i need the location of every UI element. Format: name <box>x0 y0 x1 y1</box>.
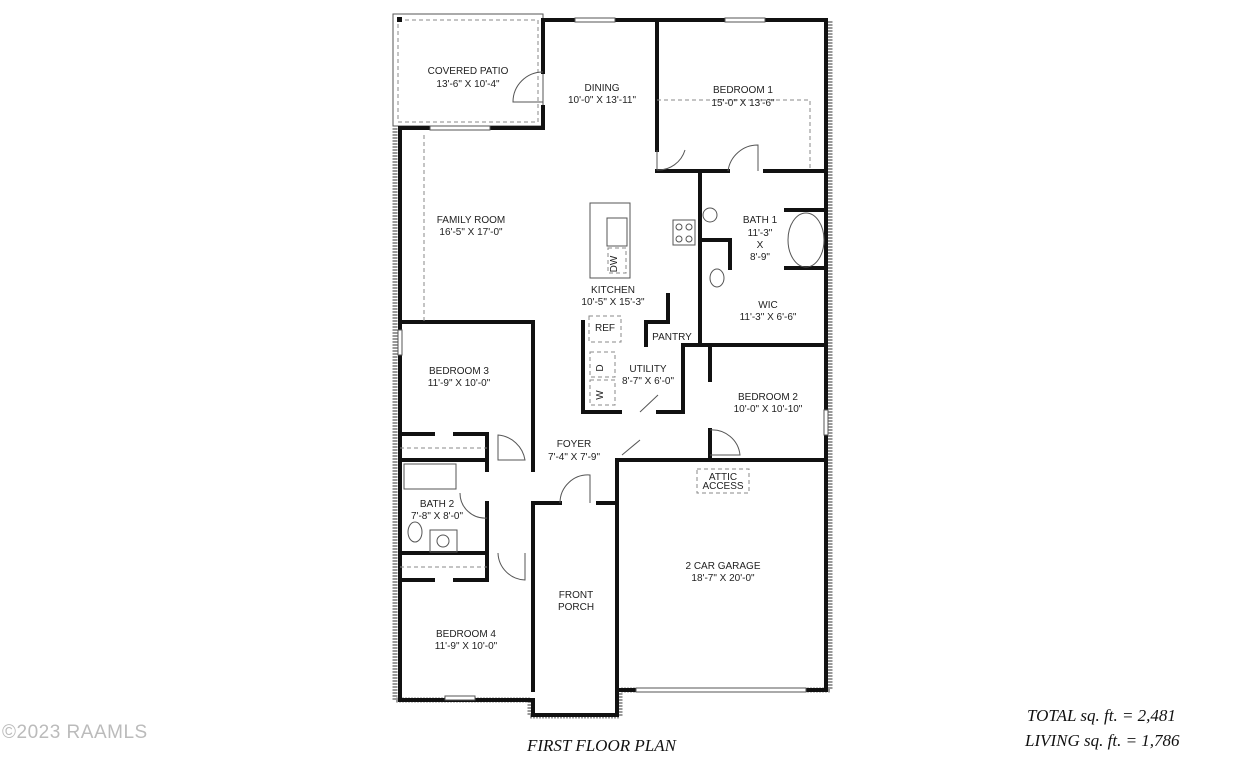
kitchen-size: 10'-5" X 15'-3" <box>581 297 645 308</box>
washer-label: W <box>595 390 606 400</box>
covered-patio-name: COVERED PATIO <box>428 66 509 77</box>
fixtures <box>400 99 825 568</box>
copyright-watermark: ©2023 RAAMLS <box>2 722 148 743</box>
cooktop-icon <box>672 219 696 246</box>
bedroom1-name: BEDROOM 1 <box>713 85 773 96</box>
windows <box>397 17 829 701</box>
family-room-name: FAMILY ROOM <box>437 215 506 226</box>
family-room-size: 16'-5" X 17'-0" <box>439 227 503 238</box>
bathtub-icon <box>787 212 825 268</box>
toilet-icon <box>709 268 725 288</box>
bath2-sink-icon <box>429 529 458 553</box>
living-sqft: LIVING sq. ft. = 1,786 <box>1025 731 1180 750</box>
kitchen-sink-icon <box>606 217 628 247</box>
washer-icon <box>589 379 616 406</box>
dining-size: 10'-0" X 13'-11" <box>568 95 636 106</box>
bath1-name: BATH 1 <box>743 215 778 226</box>
access-label: ACCESS <box>702 481 743 492</box>
bath2-name: BATH 2 <box>420 499 455 510</box>
bedroom4-size: 11'-9" X 10'-0" <box>435 641 498 652</box>
foyer-size: 7'-4" X 7'-9" <box>548 452 601 463</box>
bath2-toilet-icon <box>407 521 423 543</box>
walls <box>398 18 828 717</box>
foyer-name: FOYER <box>557 439 591 450</box>
bath1-height: 8'-9" <box>750 252 770 263</box>
bath1-sink-icon <box>702 207 718 223</box>
dryer-label: D <box>595 364 606 371</box>
total-sqft: TOTAL sq. ft. = 2,481 <box>1027 706 1176 725</box>
attic-label: ATTIC <box>709 472 737 483</box>
refrigerator-icon <box>588 315 622 343</box>
front-porch-name2: PORCH <box>558 602 594 613</box>
bath2-size: 7'-8" X 8'-0" <box>411 511 464 522</box>
kitchen-name: KITCHEN <box>591 285 635 296</box>
room-labels: COVERED PATIO 13'-6" X 10'-4" DINING 10'… <box>411 66 803 652</box>
bedroom2-name: BEDROOM 2 <box>738 392 798 403</box>
bedroom1-size: 15'-0" X 13'-6" <box>711 98 775 109</box>
pantry-label: PANTRY <box>652 332 692 343</box>
wic-size: 11'-3" X 6'-6" <box>740 312 797 323</box>
attic-access-icon <box>696 468 750 494</box>
bath1-x: X <box>757 240 764 251</box>
bedroom3-name: BEDROOM 3 <box>429 366 489 377</box>
bath1-width: 11'-3" <box>748 228 773 239</box>
kitchen-island <box>589 202 631 279</box>
bedroom4-name: BEDROOM 4 <box>436 629 496 640</box>
front-porch-name: FRONT <box>559 590 593 601</box>
bedroom2-size: 10'-0" X 10'-10" <box>734 404 803 415</box>
ref-label: REF <box>595 323 615 334</box>
bath2-tub-icon <box>403 463 457 490</box>
bedroom3-size: 11'-9" X 10'-0" <box>428 378 491 389</box>
covered-patio-size: 13'-6" X 10'-4" <box>436 79 500 90</box>
plan-title: FIRST FLOOR PLAN <box>527 736 676 755</box>
garage-name: 2 CAR GARAGE <box>685 561 760 572</box>
dining-name: DINING <box>585 83 620 94</box>
garage-size: 18'-7" X 20'-0" <box>691 573 755 584</box>
utility-name: UTILITY <box>629 364 667 375</box>
doors[interactable] <box>459 71 759 581</box>
dishwasher-icon <box>607 247 627 274</box>
dryer-icon <box>589 351 616 378</box>
utility-size: 8'-7" X 6'-0" <box>622 376 675 387</box>
dw-label: DW <box>609 255 620 272</box>
wic-name: WIC <box>758 300 777 311</box>
